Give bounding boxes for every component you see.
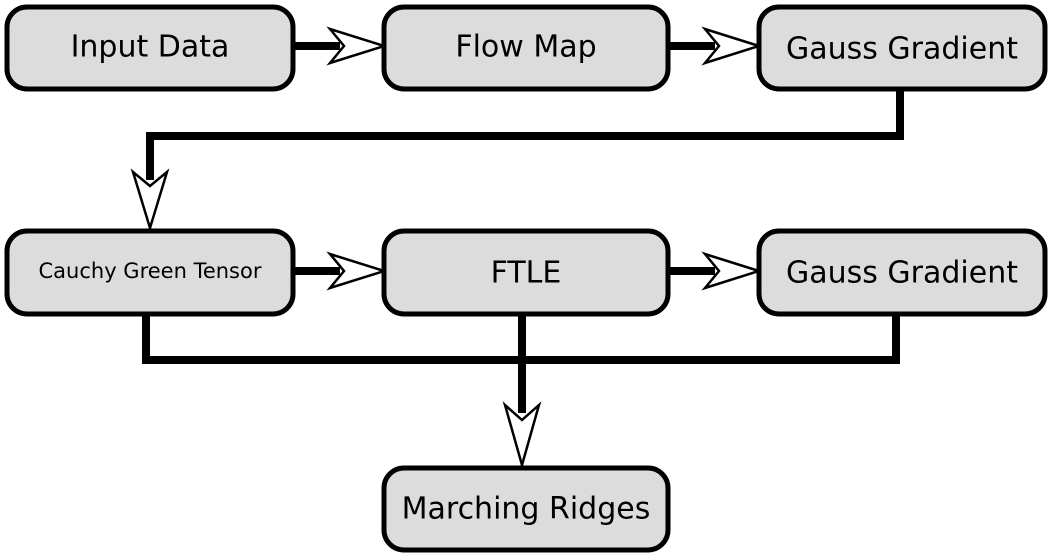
node-flow-map-label: Flow Map bbox=[455, 30, 596, 65]
arrowhead-to-flowmap bbox=[326, 26, 389, 66]
node-input-data-label: Input Data bbox=[71, 30, 230, 65]
node-gauss-gradient-2-box bbox=[756, 228, 1048, 317]
node-cauchy-green-tensor: Cauchy Green Tensor bbox=[4, 228, 296, 317]
node-gauss-gradient-2-label: Gauss Gradient bbox=[786, 256, 1018, 291]
node-gauss-gradient-1-box bbox=[756, 4, 1048, 92]
edges bbox=[142, 42, 904, 413]
node-cauchy-green-tensor-box bbox=[4, 228, 296, 317]
node-gauss-gradient-2: Gauss Gradient bbox=[756, 228, 1048, 317]
node-flow-map: Flow Map bbox=[381, 4, 671, 92]
arrowhead-to-marching bbox=[502, 401, 542, 470]
node-input-data-box bbox=[4, 4, 296, 92]
node-cauchy-green-tensor-label: Cauchy Green Tensor bbox=[39, 259, 262, 283]
node-input-data: Input Data bbox=[4, 4, 296, 92]
node-marching-ridges-label: Marching Ridges bbox=[402, 492, 651, 527]
node-gauss-gradient-1: Gauss Gradient bbox=[756, 4, 1048, 92]
node-flow-map-box bbox=[381, 4, 671, 92]
node-ftle-label: FTLE bbox=[491, 256, 562, 291]
node-ftle-box bbox=[381, 228, 671, 317]
node-gauss-gradient-1-label: Gauss Gradient bbox=[786, 32, 1018, 67]
node-marching-ridges: Marching Ridges bbox=[381, 465, 671, 553]
node-marching-ridges-box bbox=[381, 465, 671, 553]
node-ftle: FTLE bbox=[381, 228, 671, 317]
arrowhead-to-cauchy bbox=[130, 168, 170, 233]
arrowhead-to-gauss1 bbox=[701, 26, 764, 66]
arrowhead-to-ftle bbox=[326, 251, 389, 291]
edge-gauss1-to-cauchy bbox=[146, 89, 904, 180]
arrowhead-to-gauss2 bbox=[701, 251, 764, 291]
arrowheads bbox=[130, 26, 764, 470]
